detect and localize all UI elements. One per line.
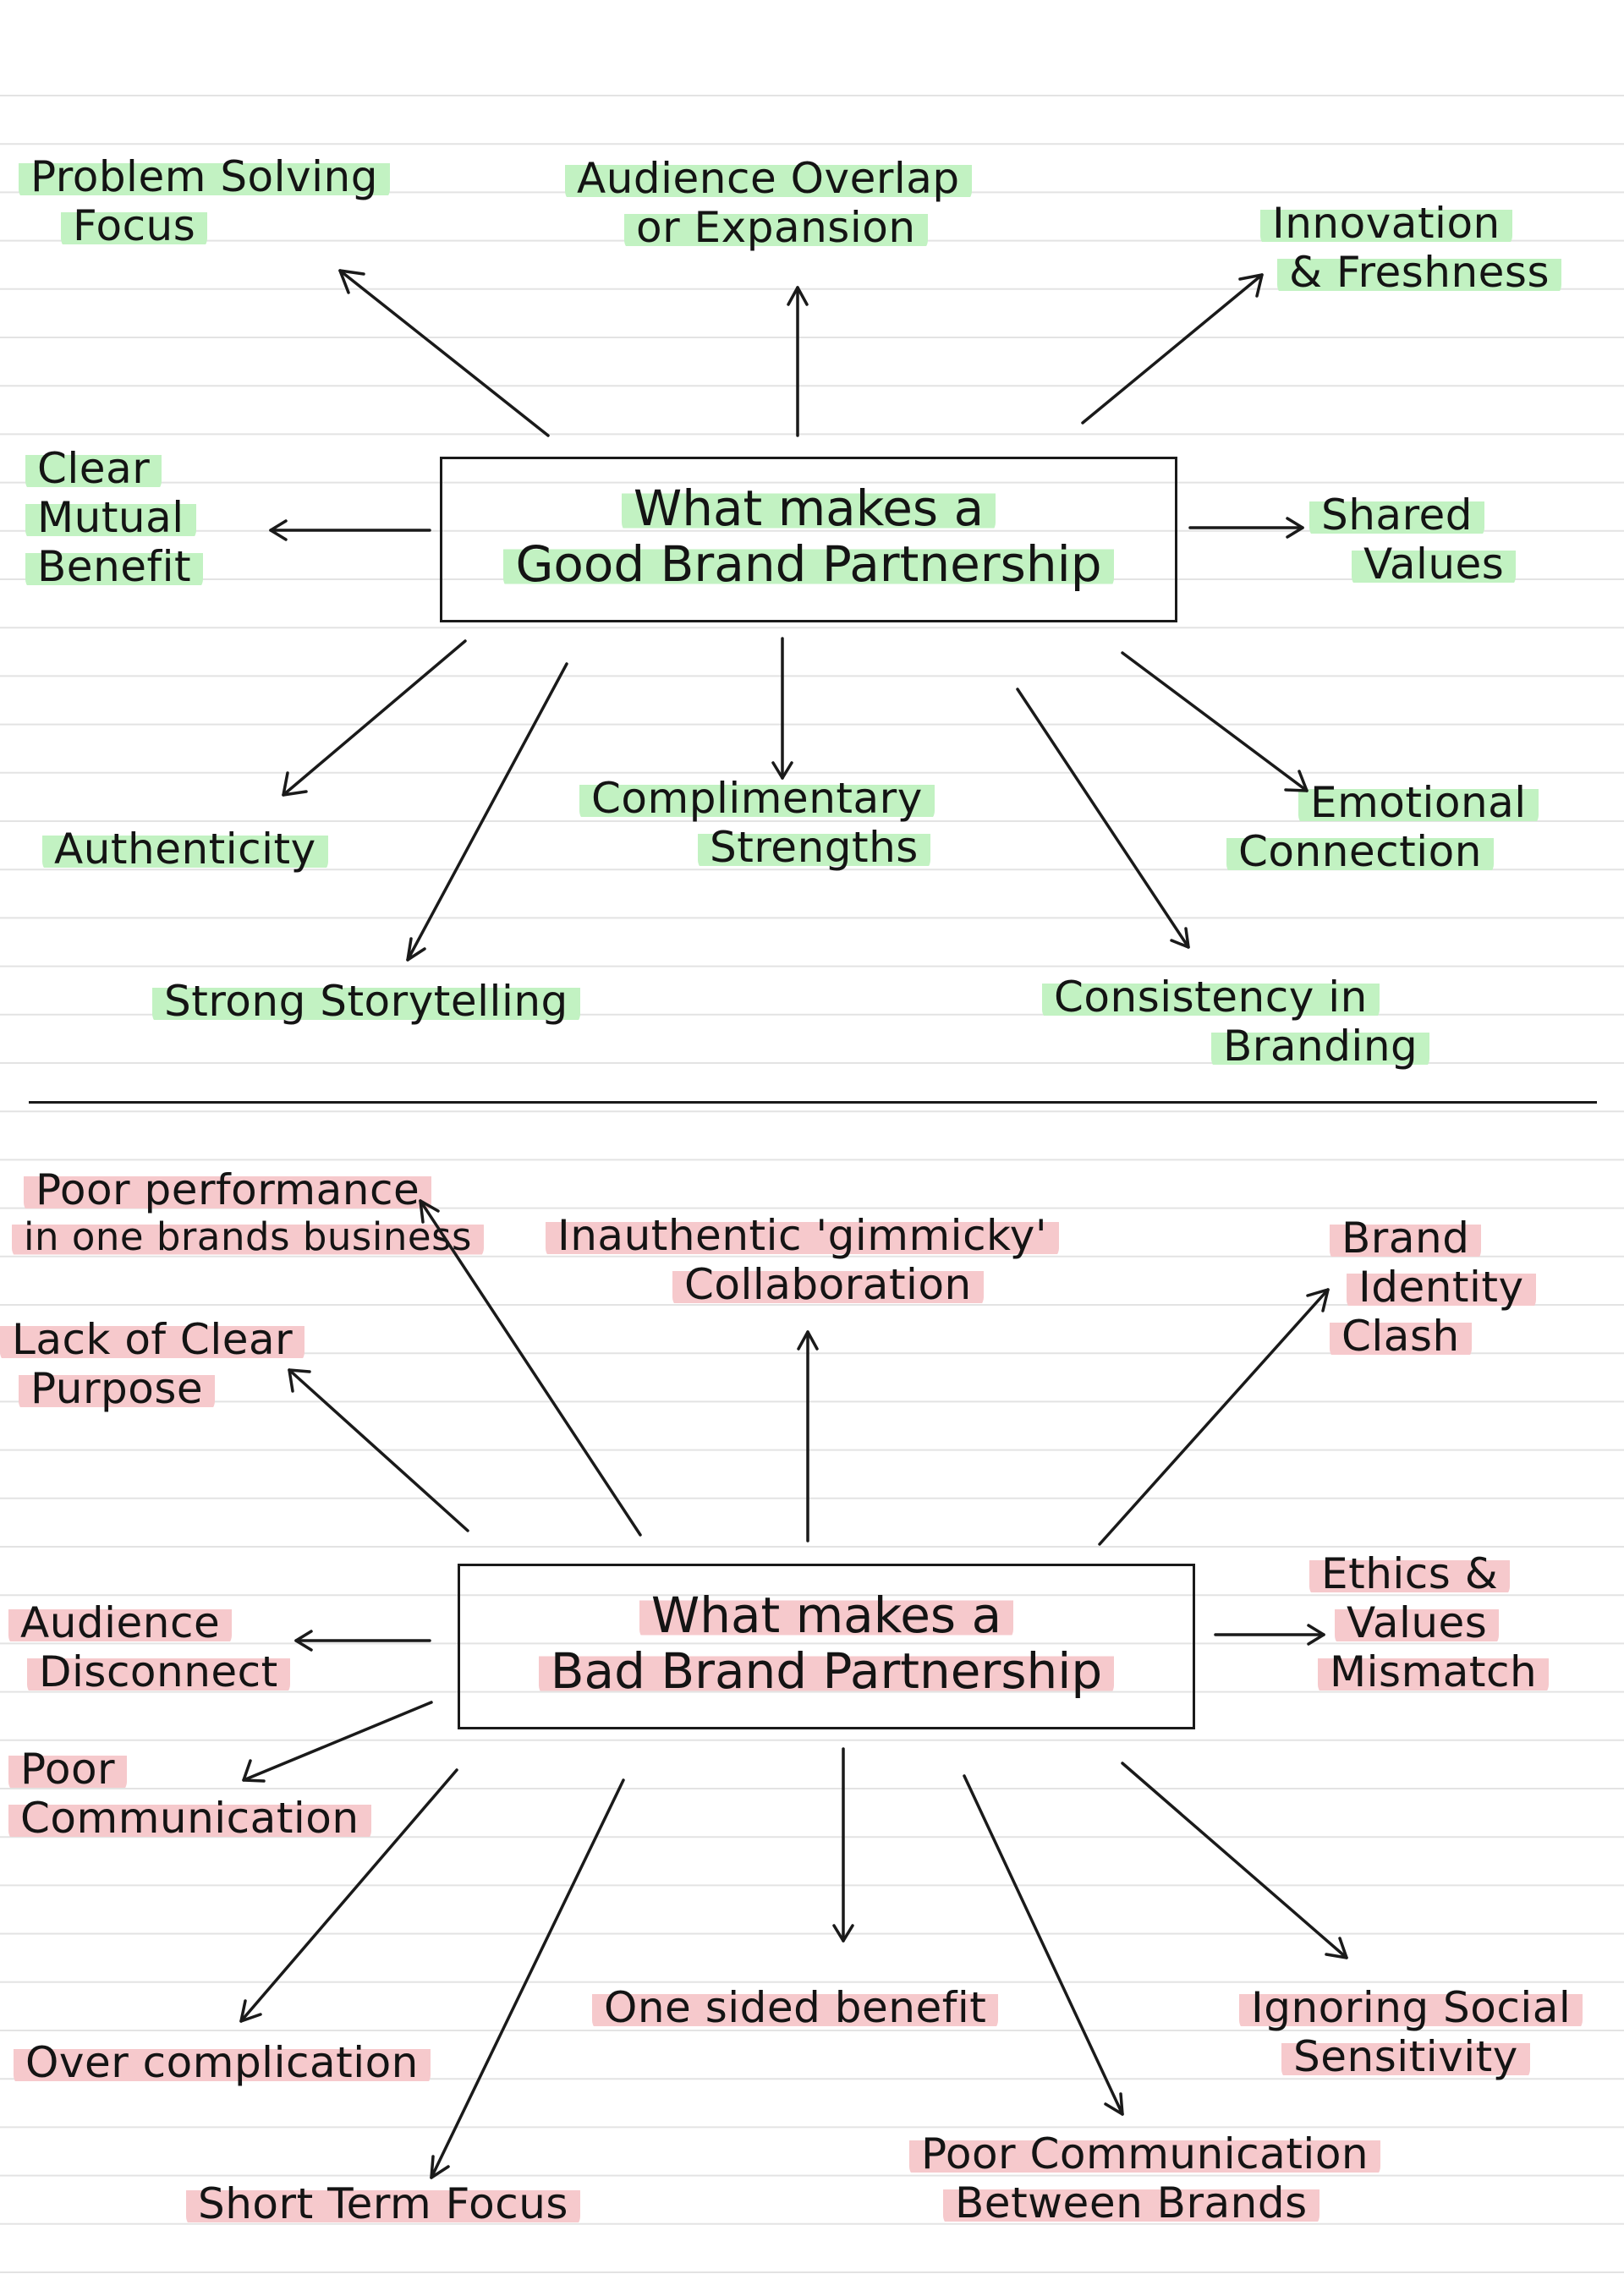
bad-center-line-1: What makes a xyxy=(639,1589,1014,1641)
bad-center-box xyxy=(458,1564,1195,1729)
good-center-line-1: What makes a xyxy=(621,482,996,534)
factor-short-term-focus: Short Term Focus xyxy=(186,2179,580,2228)
arrow-to-one-sided-benefit xyxy=(832,1747,854,1943)
arrow-to-audience-overlap xyxy=(787,286,809,437)
arrow-to-innovation xyxy=(1081,273,1264,425)
factor-problem-solving-focus: Problem Solving Focus xyxy=(19,152,390,250)
factor-over-complication: Over complication xyxy=(14,2038,431,2087)
good-center-line-2: Good Brand Partnership xyxy=(503,538,1114,590)
factor-ethics-values-mismatch: Ethics & Values Mismatch xyxy=(1309,1549,1550,1696)
arrow-to-consistency xyxy=(1016,688,1190,949)
arrow-to-clear-mutual-benefit xyxy=(269,519,431,541)
arrow-to-brand-identity-clash xyxy=(1098,1288,1330,1546)
arrow-to-complimentary-strengths xyxy=(771,637,793,780)
factor-lack-of-clear-purpose: Lack of Clear Purpose xyxy=(0,1315,305,1413)
factor-ignoring-social-sensitivity: Ignoring Social Sensitivity xyxy=(1239,1983,1583,2081)
arrow-to-audience-disconnect xyxy=(294,1630,431,1652)
section-divider xyxy=(29,1101,1597,1104)
factor-shared-values: Shared Values xyxy=(1309,490,1517,589)
arrow-to-problem-solving xyxy=(338,269,550,437)
factor-one-sided-benefit: One sided benefit xyxy=(592,1983,999,2032)
factor-authenticity: Authenticity xyxy=(42,825,328,874)
arrow-to-ignoring-social xyxy=(1121,1762,1348,1959)
factor-emotional-connection: Emotional Connection xyxy=(1226,778,1539,876)
arrow-to-lack-of-purpose xyxy=(288,1368,469,1532)
arrow-to-emotional-connection xyxy=(1121,651,1309,792)
bad-center-title: What makes a Bad Brand Partnership xyxy=(458,1587,1195,1699)
factor-poor-performance: Poor performance in one brands business xyxy=(12,1165,484,1260)
factor-poor-communication: Poor Communication xyxy=(8,1745,371,1843)
factor-poor-communication-between-brands: Poor Communication Between Brands xyxy=(909,2129,1381,2228)
factor-audience-disconnect: Audience Disconnect xyxy=(8,1598,290,1696)
arrow-to-ethics-mismatch xyxy=(1214,1624,1325,1646)
arrow-to-authenticity xyxy=(282,639,467,797)
bad-center-line-2: Bad Brand Partnership xyxy=(538,1645,1115,1697)
arrow-to-poor-performance xyxy=(419,1199,642,1537)
factor-innovation-freshness: Innovation & Freshness xyxy=(1260,199,1562,297)
arrow-to-shared-values xyxy=(1188,517,1304,539)
factor-clear-mutual-benefit: Clear Mutual Benefit xyxy=(25,444,204,591)
factor-consistency-in-branding: Consistency in Branding xyxy=(1042,973,1430,1071)
arrow-to-poor-comm-between-brands xyxy=(963,1774,1124,2116)
factor-audience-overlap: Audience Overlap or Expansion xyxy=(565,154,972,252)
arrow-to-inauthentic xyxy=(797,1330,819,1543)
factor-strong-storytelling: Strong Storytelling xyxy=(152,977,580,1026)
good-center-title: What makes a Good Brand Partnership xyxy=(440,480,1177,592)
factor-brand-identity-clash: Brand Identity Clash xyxy=(1330,1214,1536,1361)
factor-complimentary-strengths: Complimentary Strengths xyxy=(579,774,935,872)
factor-inauthentic-collaboration: Inauthentic 'gimmicky' Collaboration xyxy=(546,1211,1060,1309)
good-center-box xyxy=(440,457,1177,622)
arrow-to-strong-storytelling xyxy=(406,662,568,962)
arrow-to-short-term-focus xyxy=(430,1778,625,2179)
arrow-to-over-complication xyxy=(239,1768,458,2023)
arrow-to-poor-communication xyxy=(242,1701,433,1783)
